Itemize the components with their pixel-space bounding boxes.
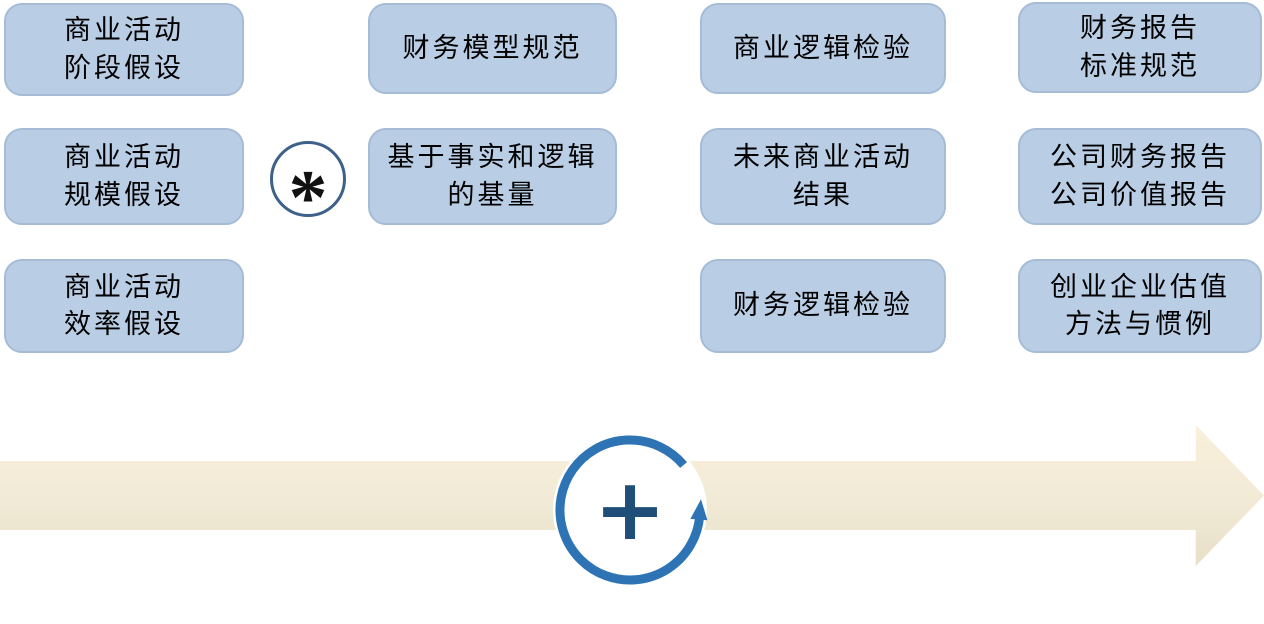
box-financial-report-standard: 财务报告 标准规范 — [1018, 2, 1262, 93]
box-business-stage-assumption: 商业活动 阶段假设 — [4, 3, 244, 96]
multiply-operator-circle: * — [270, 141, 346, 236]
box-label: 商业逻辑检验 — [733, 32, 913, 63]
box-financial-logic-check: 财务逻辑检验 — [700, 259, 946, 353]
box-label: 商业活动 阶段假设 — [64, 15, 184, 83]
box-label: 商业活动 效率假设 — [64, 271, 184, 339]
box-business-logic-check: 商业逻辑检验 — [700, 3, 946, 94]
box-financial-model-spec: 财务模型规范 — [368, 3, 617, 94]
box-fact-logic-base: 基于事实和逻辑 的基量 — [368, 128, 617, 225]
box-label: 财务模型规范 — [402, 32, 583, 63]
box-label: 商业活动 规模假设 — [64, 142, 184, 210]
box-future-business-result: 未来商业活动 结果 — [700, 128, 946, 225]
box-label: 公司财务报告 公司价值报告 — [1050, 142, 1230, 210]
box-label: 创业企业估值 方法与惯例 — [1050, 271, 1230, 339]
box-label: 财务逻辑检验 — [733, 290, 913, 321]
loop-arrow-icon — [553, 433, 708, 587]
box-startup-valuation-methods: 创业企业估值 方法与惯例 — [1018, 259, 1262, 353]
asterisk-icon: * — [288, 153, 328, 241]
box-label: 财务报告 标准规范 — [1080, 13, 1200, 81]
box-label: 基于事实和逻辑 的基量 — [387, 142, 598, 210]
box-label: 未来商业活动 结果 — [733, 142, 913, 210]
box-business-scale-assumption: 商业活动 规模假设 — [4, 128, 244, 225]
box-business-efficiency-assumption: 商业活动 效率假设 — [4, 259, 244, 353]
plus-operator: + — [552, 432, 708, 588]
box-company-value-reports: 公司财务报告 公司价值报告 — [1018, 128, 1262, 225]
plus-icon: + — [593, 460, 667, 560]
